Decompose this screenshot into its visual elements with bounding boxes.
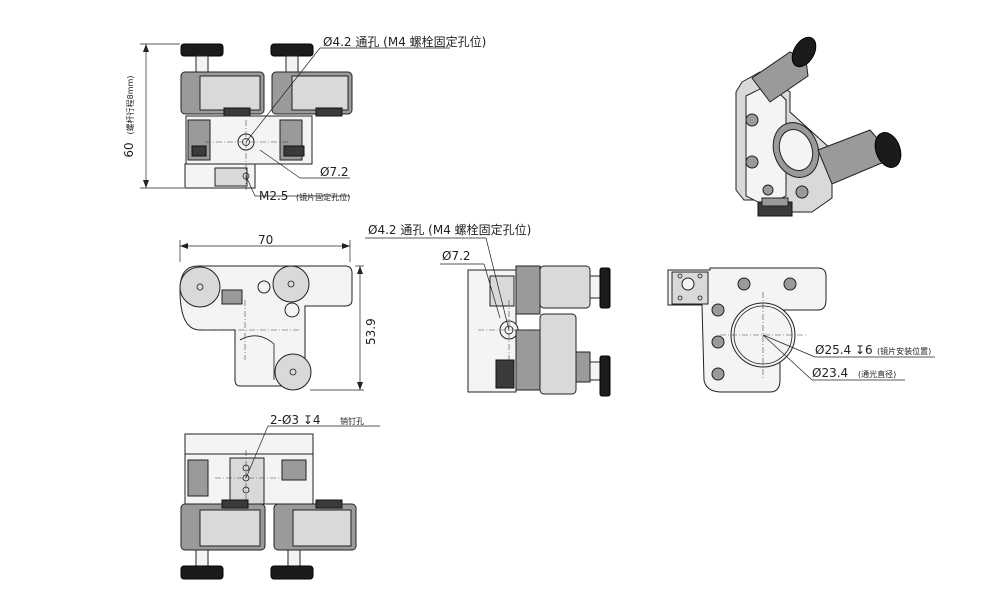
callout-dia-23-4: Ø23.4 [812, 366, 848, 380]
callout-dia-7-2-side: Ø7.2 [442, 249, 471, 263]
dim-height-total: 60 [122, 142, 136, 157]
dim-height-note: (螺杆行程8mm) [125, 76, 135, 135]
callout-pin-holes-note: 销钉孔 [340, 416, 364, 426]
bottom-view [180, 425, 380, 580]
callout-pin-holes: 2-Ø3 ↧4 [270, 413, 321, 427]
callout-m2-5: M2.5 [259, 189, 288, 203]
callout-dia-25-4: Ø25.4 ↧6 [815, 343, 873, 357]
callout-m2-5-note: (镜片固定孔位) [296, 192, 350, 202]
callout-dia-7-2-front: Ø7.2 [320, 165, 349, 179]
dim-depth: 53.9 [364, 318, 378, 345]
rear-view [667, 267, 935, 393]
callout-dia-23-4-note: (通光直径) [858, 369, 896, 379]
dim-width-total: 70 [258, 233, 273, 247]
callout-hole-m4-side: Ø4.2 通孔 (M4 螺栓固定孔位) [368, 222, 531, 237]
top-view [179, 240, 364, 391]
front-view [140, 43, 450, 197]
isometric-view [735, 36, 902, 217]
callout-hole-m4: Ø4.2 通孔 (M4 螺栓固定孔位) [323, 34, 486, 49]
side-view [365, 237, 611, 397]
callout-dia-25-4-note: (镜片安装位置) [877, 346, 931, 356]
